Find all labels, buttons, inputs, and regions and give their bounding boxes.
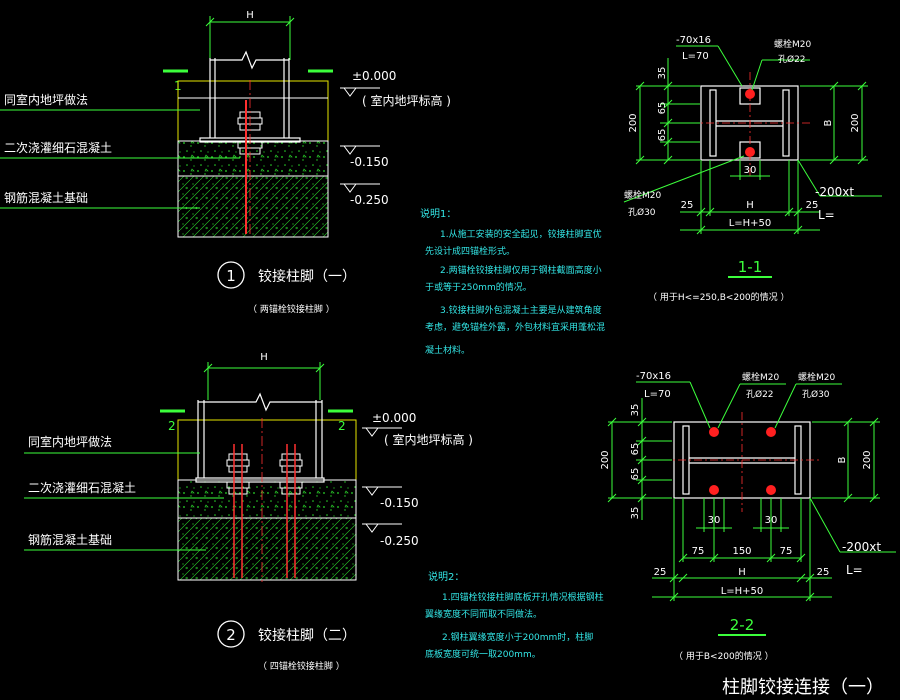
elev-0-note: ( 室内地坪标高 ) bbox=[362, 93, 451, 108]
dim-25: 25 bbox=[654, 567, 667, 578]
dim-b: B bbox=[837, 456, 848, 463]
dim-30: 30 bbox=[744, 165, 757, 176]
section-caption: （ 用于B<200的情况 ） bbox=[674, 650, 774, 662]
label-floor: 同室内地坪做法 bbox=[28, 434, 112, 449]
dim-b: B bbox=[823, 119, 834, 126]
dim-200: 200 bbox=[862, 450, 873, 469]
label-grout: 二次浇灌细石混凝土 bbox=[28, 480, 136, 495]
dim-75: 75 bbox=[780, 546, 793, 557]
dim-65: 65 bbox=[657, 102, 668, 115]
elev-150: -0.150 bbox=[380, 496, 419, 510]
section-title: 2-2 bbox=[730, 616, 755, 634]
dim-150: 150 bbox=[732, 546, 751, 557]
hole-label: 孔Ø22 bbox=[778, 54, 806, 65]
notes-2: 说明2： 1.四锚栓铰接柱脚底板开孔情况根据钢柱 翼缘宽度不同而取不同做法。 2… bbox=[425, 570, 604, 660]
hole2-label: 孔Ø30 bbox=[802, 389, 830, 400]
dim-total: L=H+50 bbox=[729, 218, 772, 229]
note-line: 2.钢柱翼缘宽度小于200mm时，柱脚 bbox=[442, 631, 593, 643]
dim-25: 25 bbox=[806, 200, 819, 211]
label-grout: 二次浇灌细石混凝土 bbox=[4, 140, 112, 155]
bolt2-label: 螺栓M20 bbox=[624, 189, 661, 201]
base-plate-length: L= bbox=[818, 208, 835, 222]
title-number: 2 bbox=[226, 626, 236, 644]
dim-35: 35 bbox=[657, 67, 668, 80]
note-line: 翼缘宽度不同而取不同做法。 bbox=[425, 608, 542, 620]
section-caption: （ 用于H<=250,B<200的情况 ） bbox=[648, 291, 790, 303]
label-floor: 同室内地坪做法 bbox=[4, 92, 88, 107]
dim-25: 25 bbox=[817, 567, 830, 578]
note-line: 于或等于250mm的情况。 bbox=[425, 281, 532, 293]
label-foundation: 钢筋混凝土基础 bbox=[4, 190, 88, 205]
elev-0: ±0.000 bbox=[372, 411, 416, 425]
elev-0: ±0.000 bbox=[352, 69, 396, 83]
dim-75: 75 bbox=[692, 546, 705, 557]
detail-1: H 1 bbox=[0, 10, 451, 315]
section-mark-right: 2 bbox=[338, 419, 346, 433]
notes-1: 说明1： 1.从施工安装的安全起见，铰接柱脚宜优 先设计成四锚栓形式。 2.两锚… bbox=[420, 207, 605, 356]
note-line: 3.铰接柱脚外包混凝土主要是从建筑角度 bbox=[440, 304, 602, 316]
section-title: 1-1 bbox=[738, 258, 763, 276]
plate-label: -70x16 bbox=[676, 35, 711, 46]
note-line: 1.四锚栓铰接柱脚底板开孔情况根据钢柱 bbox=[442, 591, 604, 603]
detail-title: 铰接柱脚（二） bbox=[258, 627, 356, 644]
dim-200: 200 bbox=[850, 113, 861, 132]
section-2-2: 35 65 65 35 200 B 200 -70x16 L=70 bbox=[600, 371, 896, 662]
detail-subtitle: （ 四锚栓铰接柱脚 ） bbox=[258, 660, 345, 672]
dim-35: 35 bbox=[630, 507, 641, 520]
hole-label: 孔Ø22 bbox=[746, 389, 774, 400]
note-line: 考虑，避免锚栓外露，外包材料宜采用蓬松混 bbox=[425, 321, 605, 333]
detail-title: 铰接柱脚（一） bbox=[258, 268, 356, 285]
sheet-title: 柱脚铰接连接（一） bbox=[722, 677, 884, 698]
dim-h: H bbox=[738, 567, 746, 578]
elev-150: -0.150 bbox=[350, 155, 389, 169]
note-line: 2.两锚栓铰接柱脚仅用于钢柱截面高度小 bbox=[440, 264, 602, 276]
base-plate-label: -200xt bbox=[842, 540, 881, 554]
dim-h: H bbox=[260, 352, 268, 363]
hole2-label: 孔Ø30 bbox=[628, 207, 656, 218]
plate-length: L=70 bbox=[644, 389, 671, 400]
elev-250: -0.250 bbox=[380, 534, 419, 548]
notes-heading: 说明2： bbox=[428, 570, 464, 583]
title-number: 1 bbox=[226, 267, 236, 285]
dim-65: 65 bbox=[630, 443, 641, 456]
dim-h: H bbox=[246, 10, 254, 21]
note-line: 凝土材料。 bbox=[425, 344, 470, 356]
detail-2: H 2 2 bbox=[24, 352, 473, 672]
detail-subtitle: （ 两锚栓铰接柱脚 ） bbox=[248, 303, 335, 315]
dim-h: H bbox=[746, 200, 754, 211]
elev-250: -0.250 bbox=[350, 193, 389, 207]
notes-heading: 说明1： bbox=[420, 207, 456, 220]
bolt2-label: 螺栓M20 bbox=[798, 371, 835, 383]
note-line: 底板宽度可统一取200mm。 bbox=[425, 648, 541, 660]
dim-65: 65 bbox=[657, 129, 668, 142]
dim-65: 65 bbox=[630, 468, 641, 481]
dim-total: L=H+50 bbox=[721, 586, 764, 597]
label-foundation: 钢筋混凝土基础 bbox=[28, 532, 112, 547]
note-line: 1.从施工安装的安全起见，铰接柱脚宜优 bbox=[440, 228, 602, 240]
elev-0-note: ( 室内地坪标高 ) bbox=[384, 432, 473, 447]
bolt-label: 螺栓M20 bbox=[742, 371, 779, 383]
note-line: 先设计成四锚栓形式。 bbox=[425, 245, 515, 257]
bolt-label: 螺栓M20 bbox=[774, 38, 811, 50]
base-plate-length: L= bbox=[846, 563, 863, 577]
dim-35: 35 bbox=[630, 404, 641, 417]
section-mark-left: 2 bbox=[168, 419, 176, 433]
dim-200: 200 bbox=[600, 450, 611, 469]
plate-label: -70x16 bbox=[636, 371, 671, 382]
section-1-1: 35 65 65 200 B 200 -70x16 L=70 螺栓M20 孔Ø2… bbox=[623, 35, 882, 303]
dim-200: 200 bbox=[628, 113, 639, 132]
base-plate-label: -200xt bbox=[815, 185, 854, 199]
plate-length: L=70 bbox=[682, 51, 709, 62]
dim-25: 25 bbox=[681, 200, 694, 211]
